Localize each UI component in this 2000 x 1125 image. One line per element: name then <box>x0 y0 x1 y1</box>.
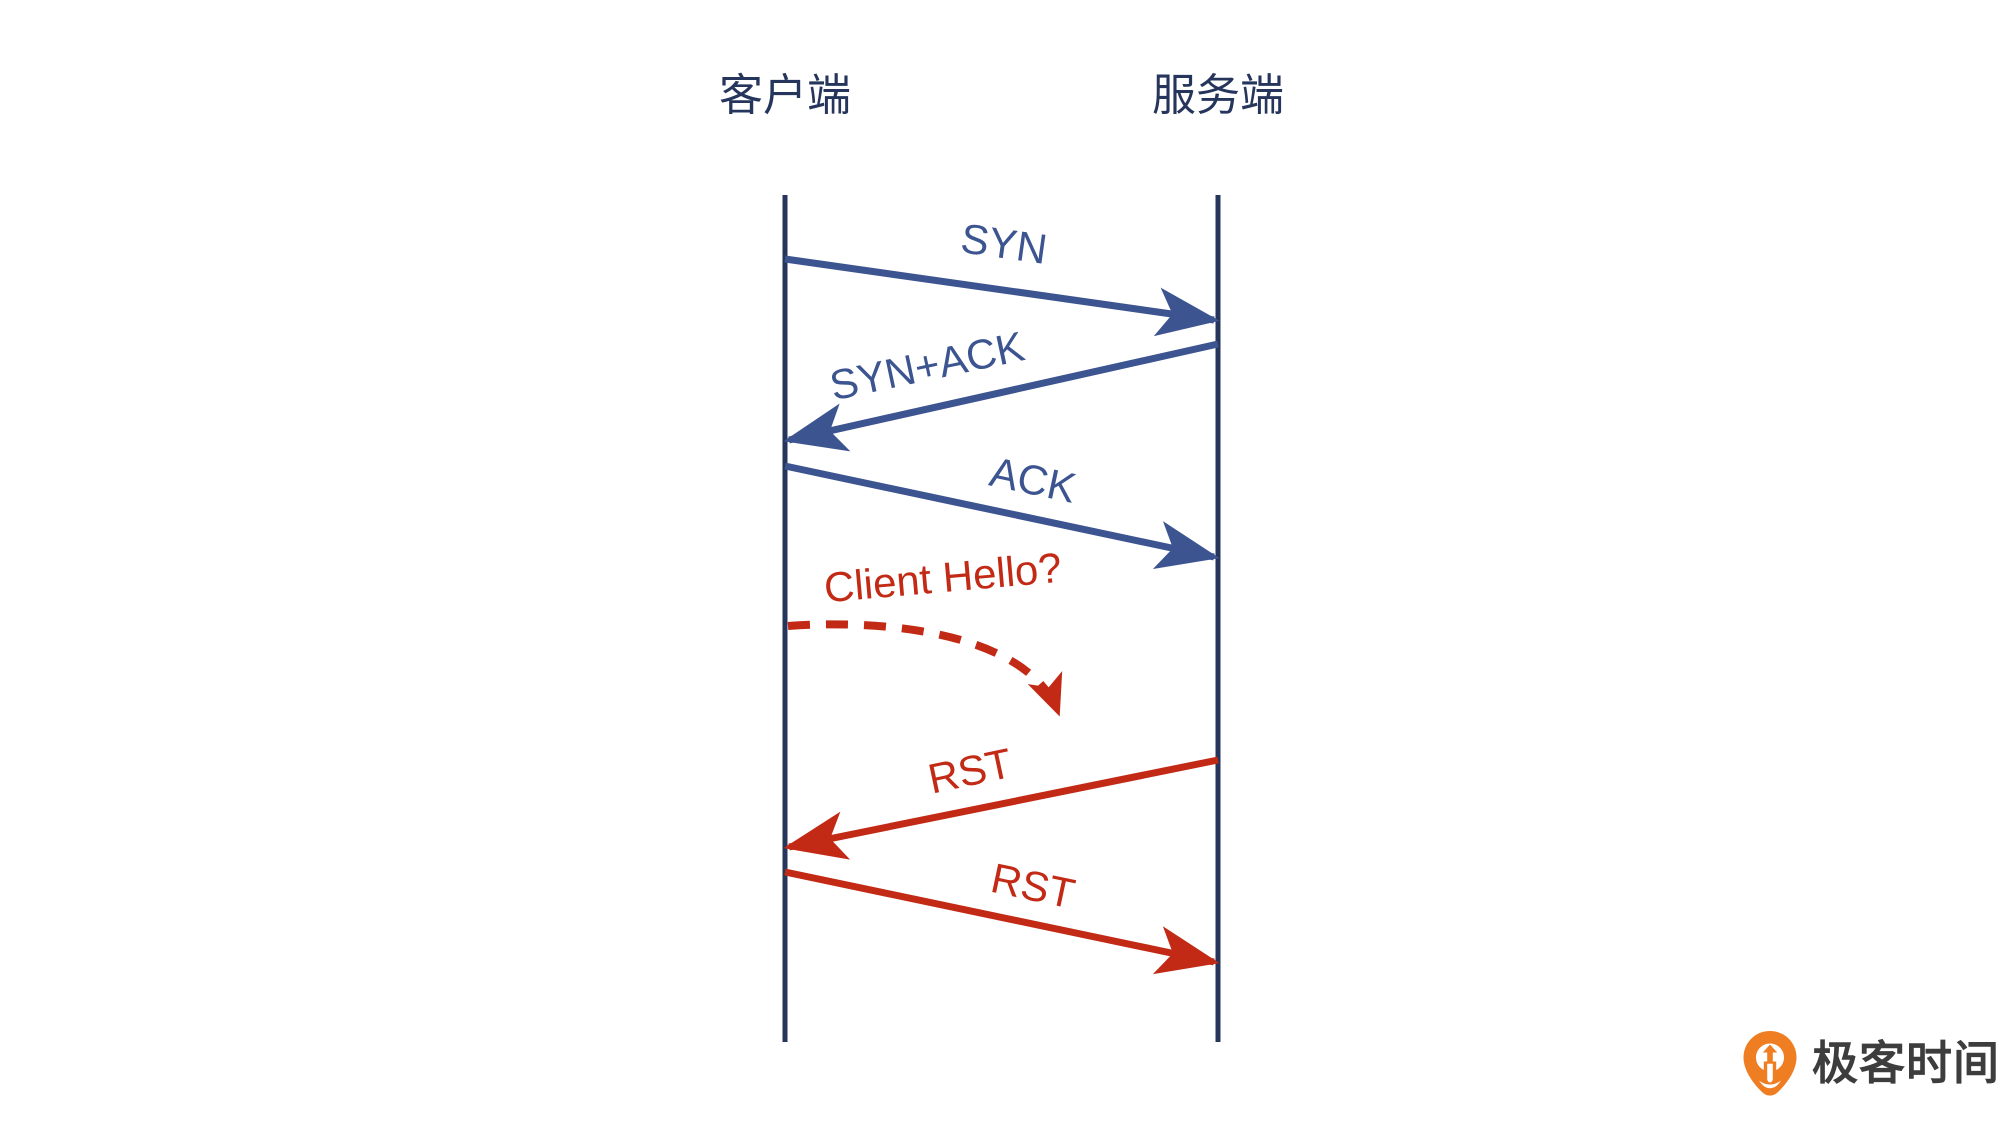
actor-label-server: 服务端 <box>1152 71 1284 120</box>
message-label-syn: SYN <box>958 214 1050 273</box>
message-label-rst-from-client: RST <box>987 854 1079 917</box>
actor-label-client: 客户端 <box>719 71 851 120</box>
message-arrow-ack <box>784 462 1220 570</box>
geektime-pin-icon <box>1742 1030 1798 1096</box>
message-arrow-syn-ack <box>783 340 1219 452</box>
message-label-rst-from-server: RST <box>924 739 1016 802</box>
message-label-client-hello: Client Hello? <box>822 544 1063 612</box>
message-arrow-rst-from-server <box>783 756 1219 860</box>
brand-logo-text: 极客时间 <box>1812 1036 2000 1090</box>
message-label-ack: ACK <box>986 448 1080 512</box>
brand-logo: 极客时间 <box>1742 1030 2000 1096</box>
message-arrow-rst-from-client <box>784 868 1220 975</box>
message-arrow-syn <box>784 255 1220 337</box>
message-arrow-client-hello <box>787 620 1063 717</box>
